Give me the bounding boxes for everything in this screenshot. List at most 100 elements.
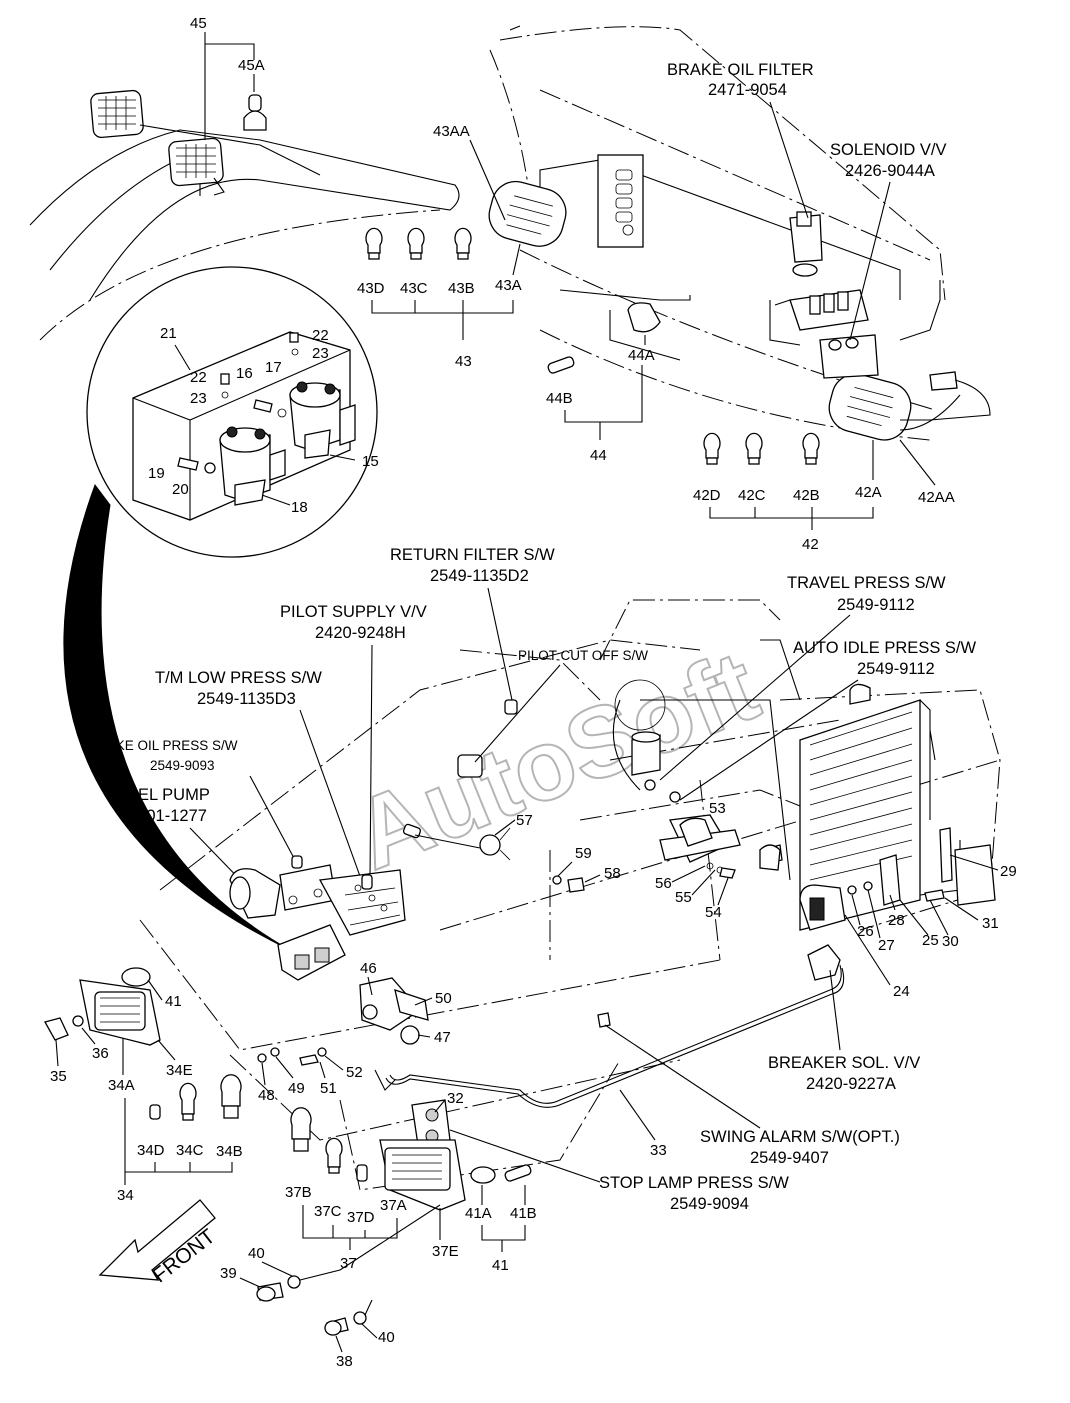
leader-pilot-supply	[369, 644, 373, 881]
bracket-42	[709, 507, 874, 530]
leader-return-filter	[487, 587, 513, 701]
label-42aa: 42AA	[918, 489, 955, 506]
leader-solenoid-vv	[849, 181, 891, 341]
label-51: 51	[320, 1080, 337, 1097]
label-25: 25	[922, 932, 939, 949]
leader-breaker-sol	[829, 969, 841, 1051]
leader-43a	[512, 243, 521, 276]
leaders-54-56	[671, 865, 729, 906]
leader-59	[557, 861, 573, 877]
bracket-37	[302, 1205, 398, 1250]
stop-lamp-press-sw-code: 2549-9094	[670, 1195, 749, 1213]
bulbs-43	[365, 227, 472, 260]
label-52: 52	[346, 1064, 363, 1081]
label-48: 48	[258, 1087, 275, 1104]
leader-tm-low-press	[299, 709, 366, 891]
leader-41-top	[147, 979, 163, 1001]
label-42d: 42D	[693, 487, 721, 504]
leader-travel-press	[659, 614, 851, 781]
label-18: 18	[291, 499, 308, 516]
leader-15	[329, 454, 356, 461]
leader-57	[494, 819, 516, 836]
brake-oil-filter-name: BRAKE OIL FILTER	[667, 61, 814, 79]
pilot-supply-vv-name: PILOT SUPPLY V/V	[280, 603, 427, 621]
leader-32	[434, 1099, 446, 1113]
leaders-24-31	[844, 889, 979, 986]
fuel-pump-code: 2401-1277	[128, 807, 207, 825]
return-filter-sw-name: RETURN FILTER S/W	[390, 546, 555, 564]
label-38: 38	[336, 1353, 353, 1370]
brake-oil-press-sw-code: 2549-9093	[150, 758, 215, 773]
label-24: 24	[893, 983, 910, 1000]
label-37: 37	[340, 1255, 357, 1272]
leader-21	[174, 344, 191, 371]
auto-idle-press-sw-name: AUTO IDLE PRESS S/W	[793, 639, 976, 657]
label-43d: 43D	[357, 280, 385, 297]
travel-press-sw-code: 2549-9112	[837, 596, 915, 614]
front-arrow: FRONT	[98, 1199, 220, 1287]
label-42: 42	[802, 536, 819, 553]
leader-34e	[157, 1039, 176, 1061]
leader-40-bottom	[361, 1323, 378, 1339]
label-45a: 45A	[238, 57, 265, 74]
label-34c: 34C	[176, 1142, 204, 1159]
label-17: 17	[265, 359, 282, 376]
swing-alarm-sw-name: SWING ALARM S/W(OPT.)	[700, 1128, 900, 1146]
label-31: 31	[982, 915, 999, 932]
label-32: 32	[447, 1090, 464, 1107]
leader-35	[55, 1039, 59, 1067]
label-43aa: 43AA	[433, 123, 470, 140]
label-16: 16	[236, 365, 253, 382]
leader-brake-oil-press	[249, 775, 296, 861]
label-43: 43	[455, 353, 472, 370]
label-23-top: 23	[312, 345, 329, 362]
label-20: 20	[172, 481, 189, 498]
label-44a: 44A	[628, 347, 655, 364]
label-37a: 37A	[380, 1197, 407, 1214]
leader-46	[367, 976, 373, 996]
pilot-cut-off-sw-name: PILOT CUT OFF S/W	[518, 648, 648, 663]
label-50: 50	[435, 990, 452, 1007]
return-filter-sw-code: 2549-1135D2	[430, 567, 529, 585]
leader-39	[239, 1277, 261, 1288]
stop-lamp-press-sw-name: STOP LAMP PRESS S/W	[599, 1174, 789, 1192]
leader-swing-alarm	[604, 1024, 761, 1129]
label-41a: 41A	[465, 1205, 492, 1222]
label-27: 27	[878, 937, 895, 954]
leader-40-top	[261, 1261, 293, 1277]
label-44: 44	[590, 447, 607, 464]
label-29: 29	[1000, 863, 1017, 880]
label-57: 57	[516, 812, 533, 829]
leader-33	[619, 1089, 656, 1141]
label-37c: 37C	[314, 1203, 342, 1220]
leader-45	[204, 32, 255, 140]
label-43b: 43B	[448, 280, 475, 297]
label-47: 47	[434, 1029, 451, 1046]
fuel-pump-valve-block	[229, 779, 781, 981]
pilot-supply-vv-code: 2420-9248H	[315, 624, 406, 642]
breaker-sol-vv-code: 2420-9227A	[806, 1075, 896, 1093]
label-56: 56	[655, 875, 672, 892]
brake-oil-press-sw-name: BRAKE OIL PRESS S/W	[88, 738, 238, 753]
label-34: 34	[117, 1187, 134, 1204]
label-53: 53	[709, 800, 726, 817]
label-55: 55	[675, 889, 692, 906]
bracket-41	[481, 1185, 526, 1252]
label-39: 39	[220, 1265, 237, 1282]
label-22-top: 22	[312, 327, 329, 344]
label-44b: 44B	[546, 390, 573, 407]
label-42c: 42C	[738, 487, 766, 504]
label-34d: 34D	[137, 1142, 165, 1159]
leader-38	[335, 1335, 343, 1353]
label-30: 30	[942, 933, 959, 950]
leader-42a	[872, 439, 936, 486]
bulbs-42	[703, 432, 820, 465]
leader-pilot-cut-off	[474, 664, 561, 763]
auto-idle-press-sw-code: 2549-9112	[857, 660, 935, 678]
label-28: 28	[888, 912, 905, 929]
counterweight-assembly	[488, 25, 991, 441]
label-26: 26	[857, 923, 874, 940]
fuel-pump-name: FUEL PUMP	[116, 786, 210, 804]
label-37e: 37E	[432, 1243, 459, 1260]
label-49: 49	[288, 1080, 305, 1097]
